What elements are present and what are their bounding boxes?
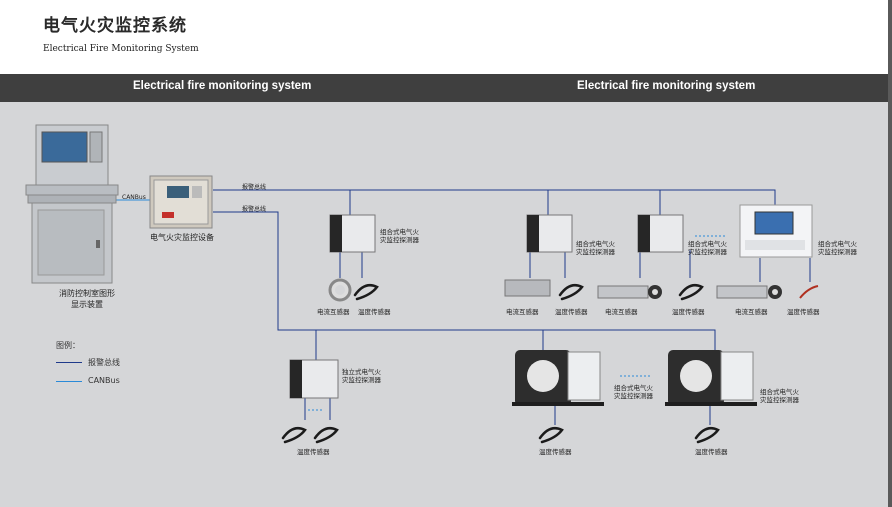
label-temperature-sensor-1: 温度传感器 bbox=[358, 308, 391, 316]
current-transformer-ring bbox=[328, 278, 352, 302]
independent-detector-2 bbox=[665, 350, 757, 406]
current-transformer-bar-2 bbox=[597, 285, 662, 299]
independent-detector-1 bbox=[512, 350, 604, 406]
current-transformer-bar-3 bbox=[716, 285, 782, 299]
label-detector-3: 组合式电气火灾监控探测器 bbox=[688, 240, 727, 256]
diagram-canvas bbox=[0, 102, 888, 507]
legend-canbus-swatch bbox=[56, 381, 82, 382]
dashed-links bbox=[308, 235, 725, 411]
label-graphic-display: 消防控制室图形显示装置 bbox=[59, 289, 115, 309]
page-title: 电气火灾监控系统 bbox=[43, 16, 187, 36]
label-detector-1: 组合式电气火灾监控探测器 bbox=[380, 228, 419, 244]
label-detector-2: 组合式电气火灾监控探测器 bbox=[576, 240, 615, 256]
temperature-sensor-red bbox=[799, 285, 819, 299]
combined-detector-2 bbox=[526, 214, 573, 253]
label-detector-7: 组合式电气火灾监控探测器 bbox=[760, 388, 799, 404]
label-alarm-bus-1: 报警总线 bbox=[242, 184, 267, 191]
section-banner: Electrical fire monitoring system Electr… bbox=[0, 74, 888, 102]
label-temperature-sensor-6: 温度传感器 bbox=[539, 448, 572, 456]
label-alarm-bus-2: 报警总线 bbox=[242, 206, 267, 213]
combined-detector-3 bbox=[637, 214, 684, 253]
label-monitor-device: 电气火灾监控设备 bbox=[150, 233, 214, 242]
legend-alarm-bus-label: 报警总线 bbox=[88, 358, 120, 367]
graphic-display-console bbox=[25, 124, 119, 284]
label-temperature-sensor-2: 温度传感器 bbox=[555, 308, 588, 316]
banner-label-right: Electrical fire monitoring system bbox=[577, 80, 756, 92]
label-temperature-sensor-5: 温度传感器 bbox=[297, 448, 330, 456]
combined-detector-4 bbox=[289, 359, 339, 399]
label-temperature-sensor-7: 温度传感器 bbox=[695, 448, 728, 456]
alarm-bus-lines bbox=[213, 189, 811, 425]
monitoring-device bbox=[149, 175, 213, 229]
label-current-transformer-1: 电流互感器 bbox=[317, 308, 350, 316]
legend-title: 图例： bbox=[56, 341, 80, 350]
combined-detector-1 bbox=[329, 214, 376, 253]
label-temperature-sensor-4: 温度传感器 bbox=[787, 308, 820, 316]
temperature-sensor-cables bbox=[281, 284, 720, 444]
current-transformer-bar-1 bbox=[504, 279, 551, 297]
label-current-transformer-3: 电流互感器 bbox=[605, 308, 638, 316]
combined-detector-panel bbox=[739, 204, 813, 258]
label-detector-6: 组合式电气火灾监控探测器 bbox=[614, 384, 653, 400]
edge-strip bbox=[888, 0, 892, 507]
label-current-transformer-2: 电流互感器 bbox=[506, 308, 539, 316]
page-subtitle: Electrical Fire Monitoring System bbox=[43, 44, 199, 54]
legend-alarm-bus-swatch bbox=[56, 362, 82, 363]
banner-label-left: Electrical fire monitoring system bbox=[133, 80, 312, 92]
label-temperature-sensor-3: 温度传感器 bbox=[672, 308, 705, 316]
label-current-transformer-4: 电流互感器 bbox=[735, 308, 768, 316]
label-detector-4: 组合式电气火灾监控探测器 bbox=[818, 240, 857, 256]
legend-canbus-label: CANBus bbox=[88, 376, 120, 385]
label-detector-5: 独立式电气火灾监控探测器 bbox=[342, 368, 381, 384]
label-canbus: CANBus bbox=[122, 194, 146, 201]
